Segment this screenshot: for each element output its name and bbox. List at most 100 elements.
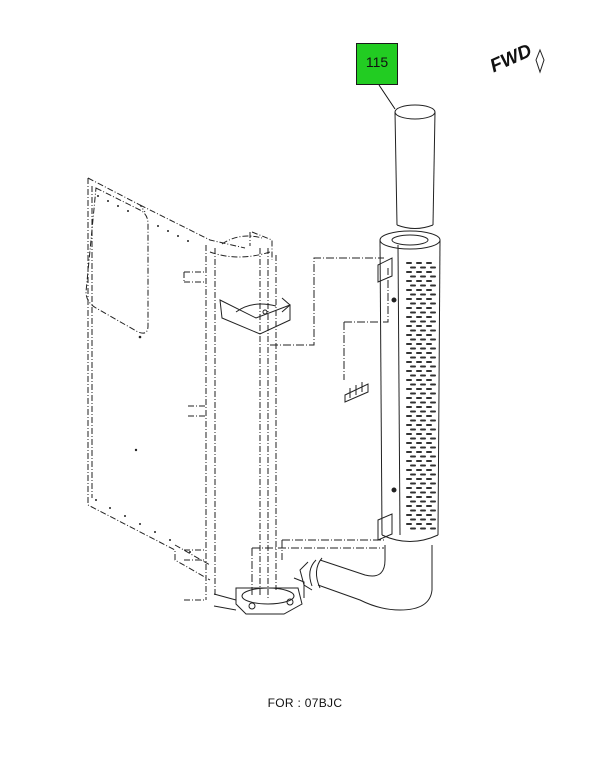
perforation-slot (420, 401, 426, 404)
perforation-slot (420, 437, 426, 440)
perforation-slot (420, 509, 426, 512)
perforation-slot (420, 419, 426, 422)
perforation-slot (416, 379, 422, 381)
perforation-slot (410, 437, 416, 440)
perforation-slot (426, 478, 432, 480)
perforation-slot (430, 338, 436, 341)
perforation-slot (406, 442, 412, 444)
perforation-slot (430, 491, 436, 494)
perforation-slot (430, 500, 436, 503)
perforation-slot (426, 316, 432, 318)
perforation-slot (406, 271, 412, 273)
perforation-slot (420, 338, 426, 341)
perforation-slot (430, 446, 436, 449)
perforation-slot (406, 523, 412, 525)
perforation-slot (426, 379, 432, 381)
perforation-slot (430, 302, 436, 305)
perforation-slot (406, 505, 412, 507)
perforation-slot (426, 460, 432, 462)
perforation-slot (410, 401, 416, 404)
perforation-slot (416, 415, 422, 417)
perforation-slot (406, 514, 412, 516)
perforation-slot (426, 505, 432, 507)
perforation-slot (420, 320, 426, 323)
callout-115[interactable]: 115 (356, 43, 398, 85)
perforation-slot (416, 478, 422, 480)
perforation-slot (420, 329, 426, 332)
perforation-slot (420, 347, 426, 350)
perforation-slot (426, 271, 432, 273)
perforation-slot (410, 482, 416, 485)
perforation-slot (430, 347, 436, 350)
perforation-slot (410, 266, 416, 269)
perforation-slot (430, 374, 436, 377)
perforation-slot (416, 487, 422, 489)
perforation-slot (416, 514, 422, 516)
perforation-slot (410, 383, 416, 386)
guide-lines (251, 257, 389, 595)
perforation-slot (426, 298, 432, 300)
perforation-slot (426, 262, 432, 264)
perforation-slot (416, 388, 422, 390)
perforation-slot (420, 383, 426, 386)
perforation-slot (406, 379, 412, 381)
perforation-slot (410, 473, 416, 476)
perforation-slot (426, 334, 432, 336)
perforation-slot (406, 487, 412, 489)
perforation-slot (410, 338, 416, 341)
perforation-slot (416, 442, 422, 444)
callout-label: 115 (365, 54, 389, 70)
perforation-slot (406, 298, 412, 300)
perforation-slot (426, 406, 432, 408)
support-column (183, 231, 277, 601)
perforation-slot (420, 410, 426, 413)
perforation-slot (430, 509, 436, 512)
perforation-slot (430, 410, 436, 413)
perforation-slot (430, 473, 436, 476)
cab-panel-outline (85, 177, 246, 581)
perforation-slot (426, 388, 432, 390)
perforation-slot (410, 329, 416, 332)
perforation-slot (406, 478, 412, 480)
perforation-slot (410, 347, 416, 350)
perforation-slot (416, 460, 422, 462)
perforation-slot (430, 284, 436, 287)
perforation-slot (430, 383, 436, 386)
perforation-slot (430, 320, 436, 323)
perforation-slot (426, 352, 432, 354)
perforation-slot (410, 311, 416, 314)
perforation-slot (430, 311, 436, 314)
perforation-slot (430, 464, 436, 467)
perforation-slot (420, 392, 426, 395)
perforation-slot (420, 518, 426, 521)
perforation-slot (416, 352, 422, 354)
perforation-slot (416, 370, 422, 372)
perforation-slot (410, 284, 416, 287)
forward-arrow-icon (535, 48, 545, 74)
perforation-slot (410, 365, 416, 368)
perforation-slot (416, 451, 422, 453)
perforation-slot (416, 298, 422, 300)
upper-clamp-bracket (219, 297, 291, 335)
perforation-slot (420, 275, 426, 278)
perforation-slot (410, 509, 416, 512)
perforation-slot (420, 356, 426, 359)
perforation-slot (426, 289, 432, 291)
perforation-slot (410, 446, 416, 449)
perforation-slot (426, 469, 432, 471)
lower-base-bracket (213, 577, 305, 615)
perforation-slot (410, 302, 416, 305)
callout-leader-line (378, 84, 396, 110)
perforation-slot (420, 266, 426, 269)
perforation-slot (410, 419, 416, 422)
perforation-slot (410, 356, 416, 359)
perforation-slot (406, 334, 412, 336)
perforation-slot (416, 361, 422, 363)
perforation-slot (406, 406, 412, 408)
perforation-slot (420, 428, 426, 431)
perforation-slot (426, 343, 432, 345)
perforation-slot (420, 365, 426, 368)
perforation-slot (410, 320, 416, 323)
